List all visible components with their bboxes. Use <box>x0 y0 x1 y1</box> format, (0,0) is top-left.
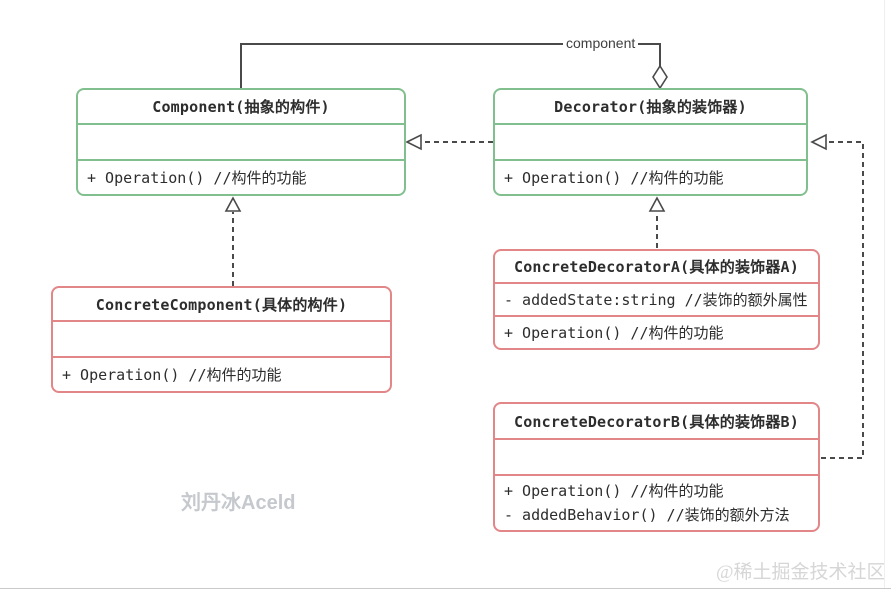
class-fields-concrete-decorator-a: - addedState:string //装饰的额外属性 <box>495 282 818 315</box>
method-text: + Operation() //构件的功能 <box>504 323 724 342</box>
method-text: + Operation() //构件的功能 <box>62 365 282 384</box>
class-methods-component: + Operation() //构件的功能 <box>78 159 404 194</box>
class-methods-concrete-decorator-a: + Operation() //构件的功能 <box>495 315 818 348</box>
class-fields-concrete-component <box>53 320 390 356</box>
class-title-concrete-decorator-a: ConcreteDecoratorA(具体的装饰器A) <box>513 258 800 276</box>
image-right-edge <box>884 0 885 588</box>
method-text: + Operation() //构件的功能 <box>504 168 724 187</box>
field-text: - addedState:string //装饰的额外属性 <box>504 290 808 309</box>
class-fields-decorator <box>495 123 806 159</box>
class-title-decorator: Decorator(抽象的装饰器) <box>554 98 747 116</box>
up-hollow-arrow-icon <box>224 196 242 212</box>
class-fields-component <box>78 123 404 159</box>
class-box-concrete-component: ConcreteComponent(具体的构件) + Operation() /… <box>51 286 392 393</box>
method-text: + Operation() //构件的功能 <box>87 168 307 187</box>
class-box-decorator: Decorator(抽象的装饰器) + Operation() //构件的功能 <box>493 88 808 196</box>
class-fields-concrete-decorator-b <box>495 438 818 474</box>
class-box-concrete-decorator-a: ConcreteDecoratorA(具体的装饰器A) - addedState… <box>493 249 820 350</box>
method-text: - addedBehavior() //装饰的额外方法 <box>504 506 790 524</box>
class-methods-decorator: + Operation() //构件的功能 <box>495 159 806 194</box>
class-methods-concrete-component: + Operation() //构件的功能 <box>53 356 390 391</box>
class-title-concrete-decorator-b: ConcreteDecoratorB(具体的装饰器B) <box>513 412 800 431</box>
left-hollow-arrow-icon <box>405 133 422 151</box>
concretedecoratorb-to-decorator-dashed-line <box>821 141 864 459</box>
method-text: + Operation() //构件的功能 <box>504 482 724 500</box>
class-box-component: Component(抽象的构件) + Operation() //构件的功能 <box>76 88 406 196</box>
up-hollow-arrow-icon <box>648 196 666 212</box>
left-hollow-arrow-icon <box>810 133 827 151</box>
aggregation-diamond-icon <box>652 64 668 90</box>
class-methods-concrete-decorator-b: + Operation() //构件的功能 - addedBehavior() … <box>495 474 818 530</box>
class-title-concrete-component: ConcreteComponent(具体的构件) <box>95 295 348 314</box>
watermark-author: 刘丹冰Aceld <box>181 492 296 514</box>
class-title-component: Component(抽象的构件) <box>152 98 330 116</box>
class-box-concrete-decorator-b: ConcreteDecoratorB(具体的装饰器B) + Operation(… <box>493 402 820 532</box>
watermark-site: @稀土掘金技术社区 <box>716 562 886 583</box>
aggregation-label: component <box>563 35 639 51</box>
